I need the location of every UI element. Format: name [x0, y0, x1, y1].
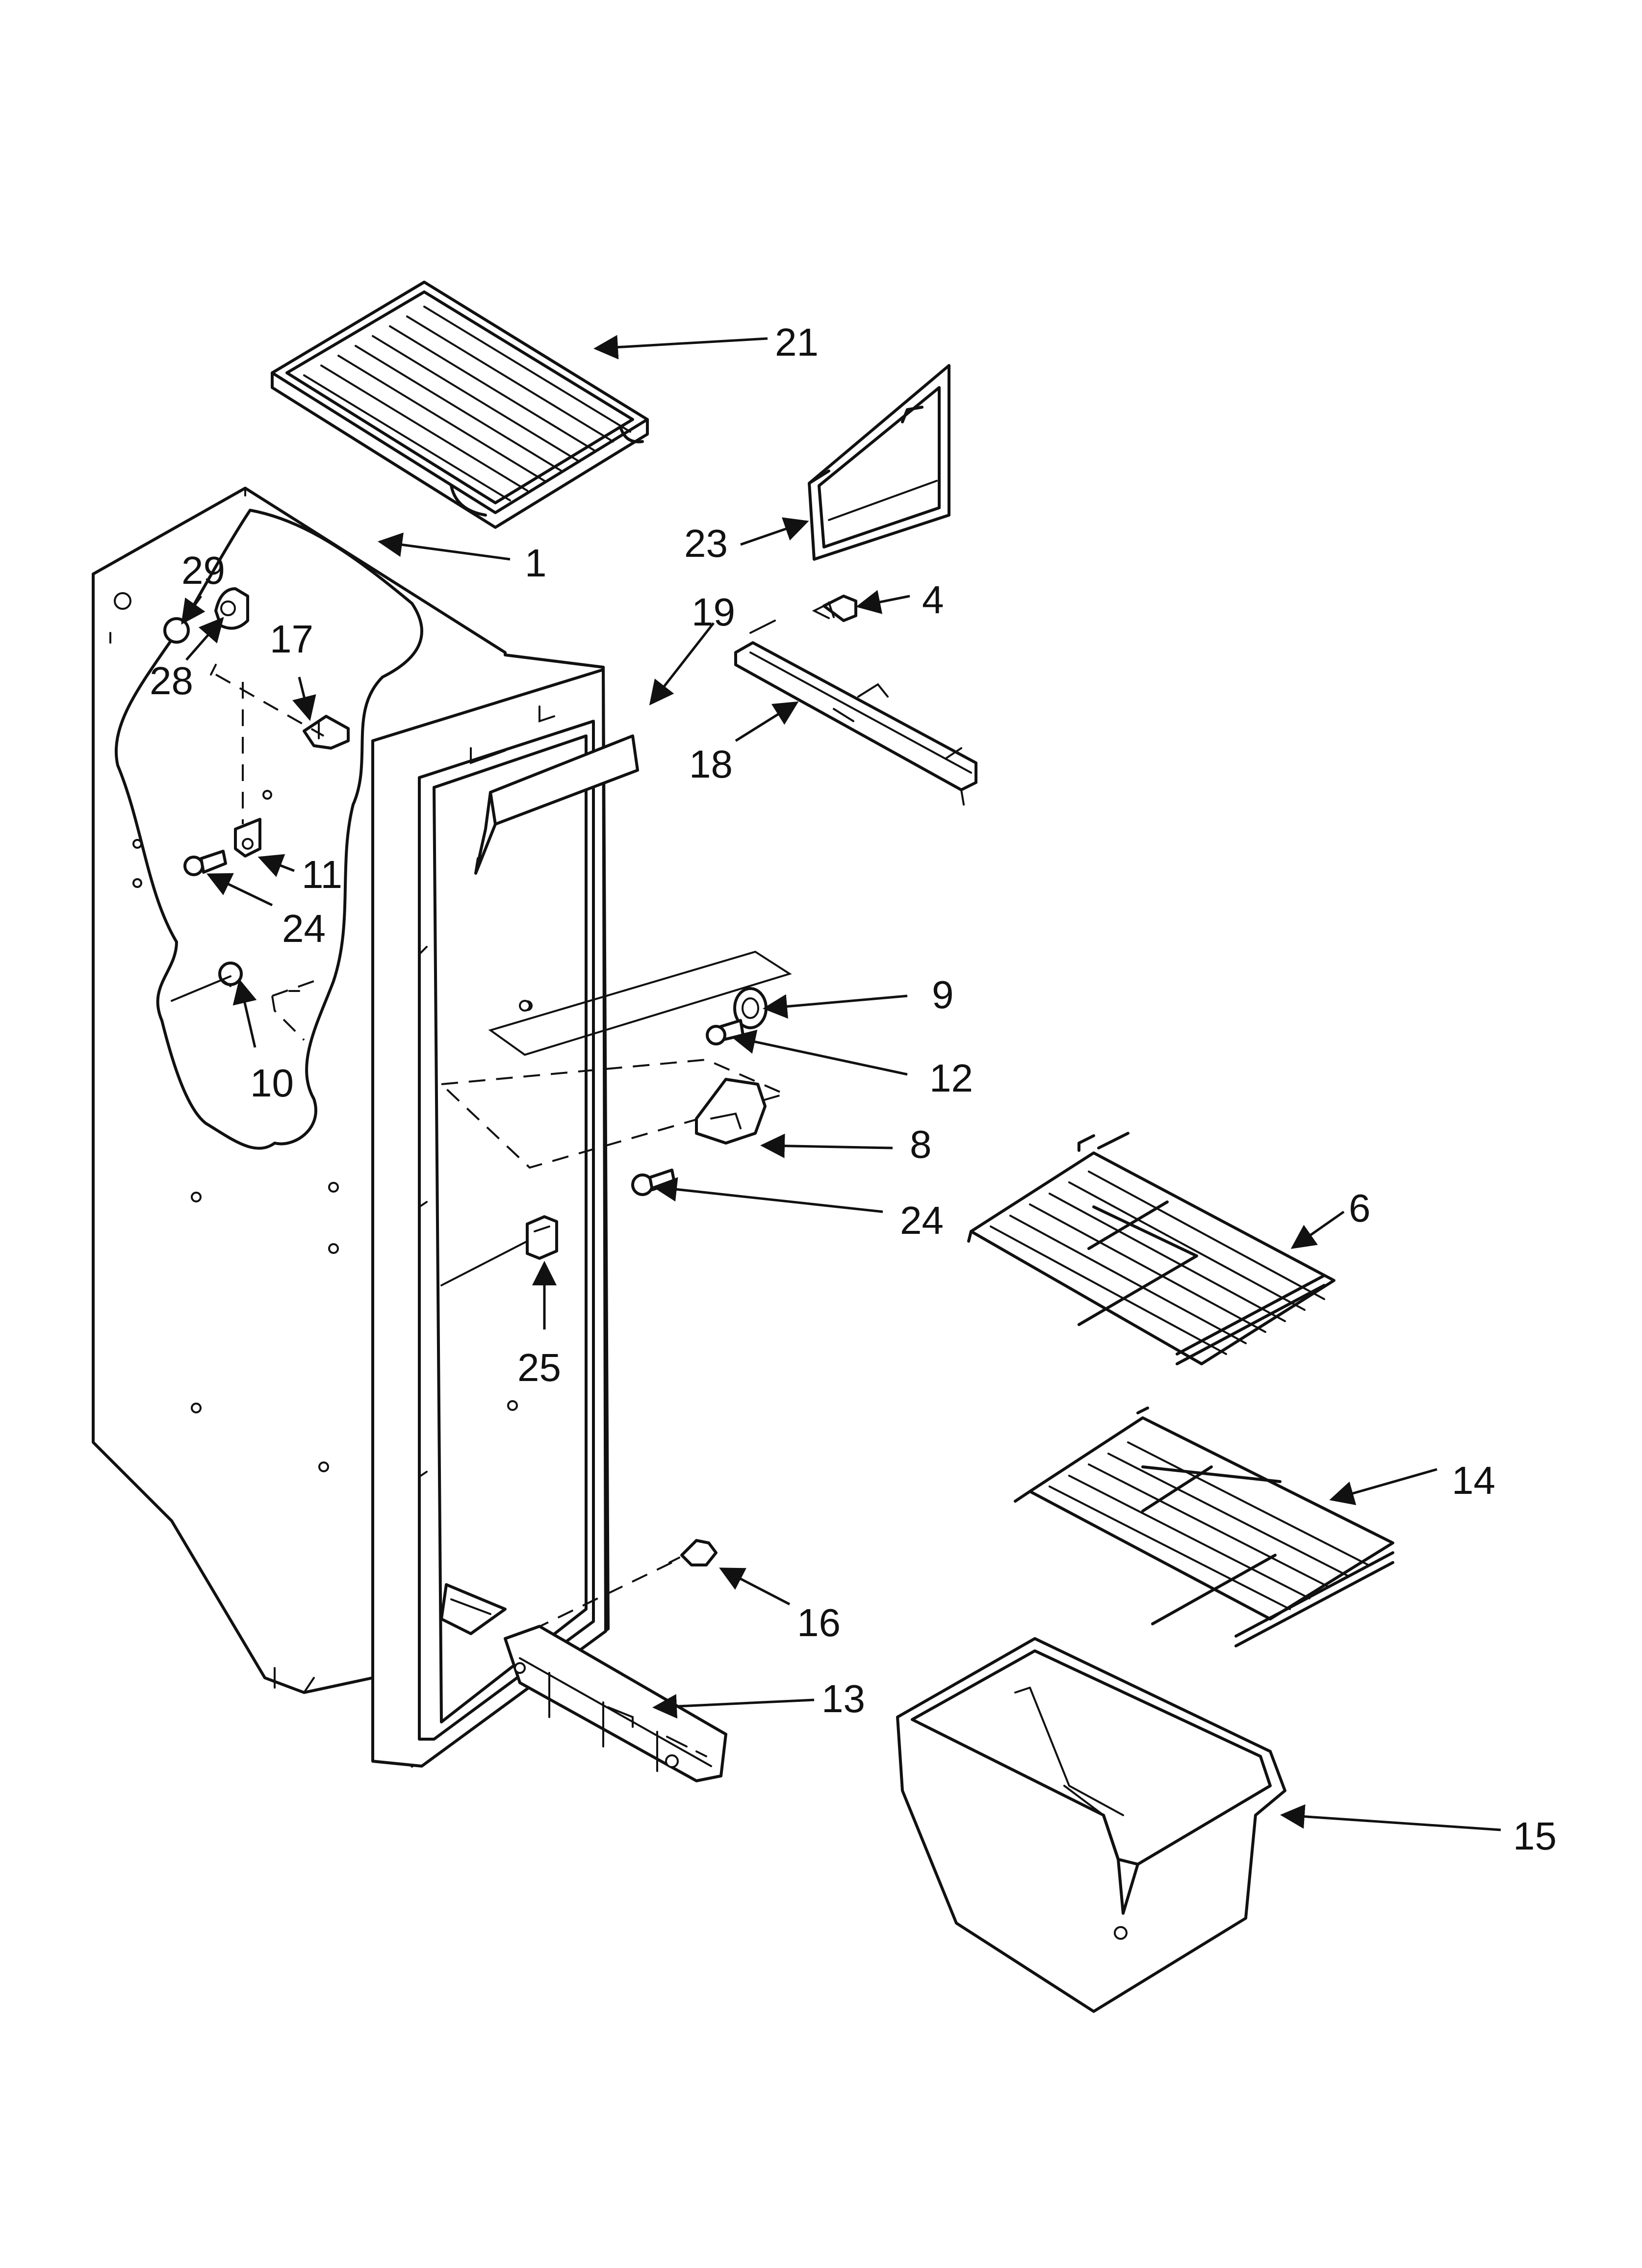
screw-part-16	[524, 1539, 718, 1635]
assembly-lines-left	[171, 664, 324, 1041]
callout-14: 14	[1452, 1459, 1495, 1502]
callout-8: 8	[910, 1122, 932, 1166]
clip-part-11	[234, 818, 261, 858]
callout-24a: 24	[282, 907, 326, 950]
callout-13: 13	[821, 1677, 865, 1721]
callout-21: 21	[775, 320, 819, 364]
screw-part-12	[706, 1019, 744, 1045]
callout-19: 19	[692, 590, 735, 634]
callout-18: 18	[689, 742, 733, 786]
callout-23: 23	[684, 521, 728, 565]
screw-part-4	[812, 595, 857, 622]
callout-15: 15	[1513, 1814, 1557, 1858]
screw-part-24b	[631, 1169, 676, 1196]
crisper-bin-part-15	[896, 1637, 1286, 2013]
screw-part-24a	[183, 850, 227, 876]
wire-shelf-part-14	[1014, 1407, 1394, 1647]
bracket-part-18	[734, 620, 977, 806]
callout-10: 10	[250, 1061, 294, 1105]
leader-arrows	[181, 335, 1501, 1831]
callout-labels: 21 23 1 29 4 19 17 28 18 11 24 9 10 12 8…	[150, 320, 1557, 1858]
callout-29: 29	[181, 548, 225, 592]
callout-12: 12	[929, 1056, 973, 1100]
callout-11: 11	[302, 853, 342, 896]
mounting-plate-outline	[488, 950, 792, 1056]
cabinet-liner-part-1	[92, 487, 610, 1768]
cam-part-8	[695, 1078, 767, 1145]
callout-9: 9	[932, 973, 954, 1017]
callout-1: 1	[525, 541, 547, 585]
rail-part-13	[504, 1625, 727, 1782]
callout-25: 25	[517, 1346, 561, 1389]
callout-24b: 24	[900, 1199, 944, 1242]
dashed-outline-part-8	[439, 1058, 788, 1169]
callout-4: 4	[922, 578, 944, 622]
plug-part-10	[218, 962, 243, 987]
wire-shelf-part-6	[967, 1132, 1335, 1365]
callout-6: 6	[1349, 1186, 1371, 1230]
cover-panel-part-23	[808, 364, 950, 561]
clip-part-17	[303, 715, 350, 750]
shelf-grille-part-21	[271, 281, 649, 529]
deflector-part-19	[474, 734, 639, 875]
switch-part-25	[440, 1215, 558, 1286]
callout-16: 16	[797, 1601, 841, 1644]
callout-17: 17	[270, 617, 313, 661]
callout-28: 28	[150, 659, 193, 703]
